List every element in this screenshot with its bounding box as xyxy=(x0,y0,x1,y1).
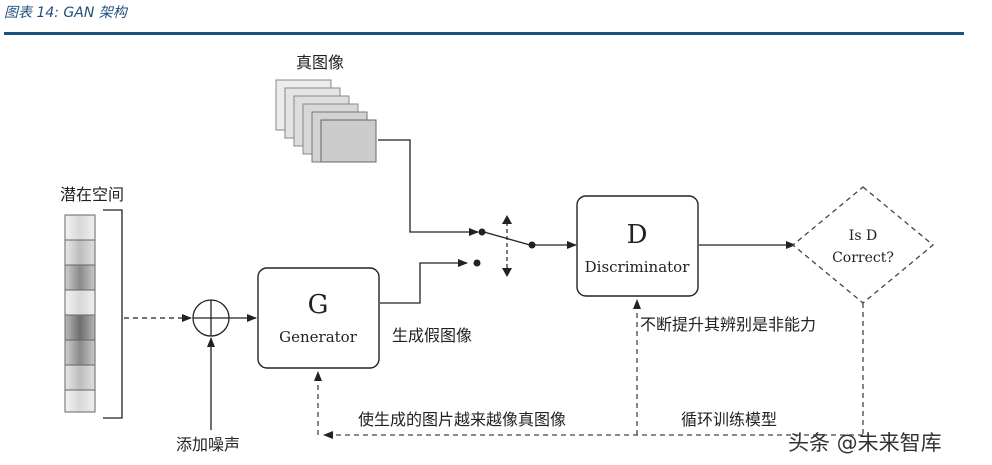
decision-text-line2: Correct? xyxy=(832,250,894,266)
decision-text-line1: Is D xyxy=(849,228,877,244)
switch-contact-real xyxy=(478,228,486,236)
generator-letter: G xyxy=(308,290,329,320)
discriminator-label: Discriminator xyxy=(585,258,691,276)
real-images-arrow xyxy=(378,139,479,236)
latent-space-label: 潜在空间 xyxy=(60,185,124,204)
input-switch xyxy=(483,215,536,277)
feedback-generator-label: 使生成的图片越来越像真图像 xyxy=(358,410,566,429)
add-noise-label: 添加噪声 xyxy=(176,435,240,454)
fake-images-arrow xyxy=(380,259,468,304)
figure-caption: 图表 14: GAN 架构 xyxy=(4,5,127,21)
improve-discrimination-label: 不断提升其辨别是非能力 xyxy=(640,315,816,334)
loop-training-label: 循环训练模型 xyxy=(681,410,777,429)
decision-diamond xyxy=(791,186,935,304)
real-images-label: 真图像 xyxy=(296,53,344,72)
adder-icon xyxy=(192,299,230,337)
generator-label: Generator xyxy=(279,328,358,346)
fake-images-label: 生成假图像 xyxy=(392,326,472,345)
discriminator-letter: D xyxy=(627,220,648,250)
real-images-stack xyxy=(275,79,377,163)
caption-divider xyxy=(4,32,964,35)
generator-box xyxy=(257,267,380,369)
watermark: 头条 @未来智库 xyxy=(788,431,942,455)
latent-space-vector xyxy=(64,214,96,413)
switch-contact-fake xyxy=(473,259,481,267)
discriminator-box xyxy=(576,195,699,297)
latent-bracket xyxy=(103,209,123,419)
